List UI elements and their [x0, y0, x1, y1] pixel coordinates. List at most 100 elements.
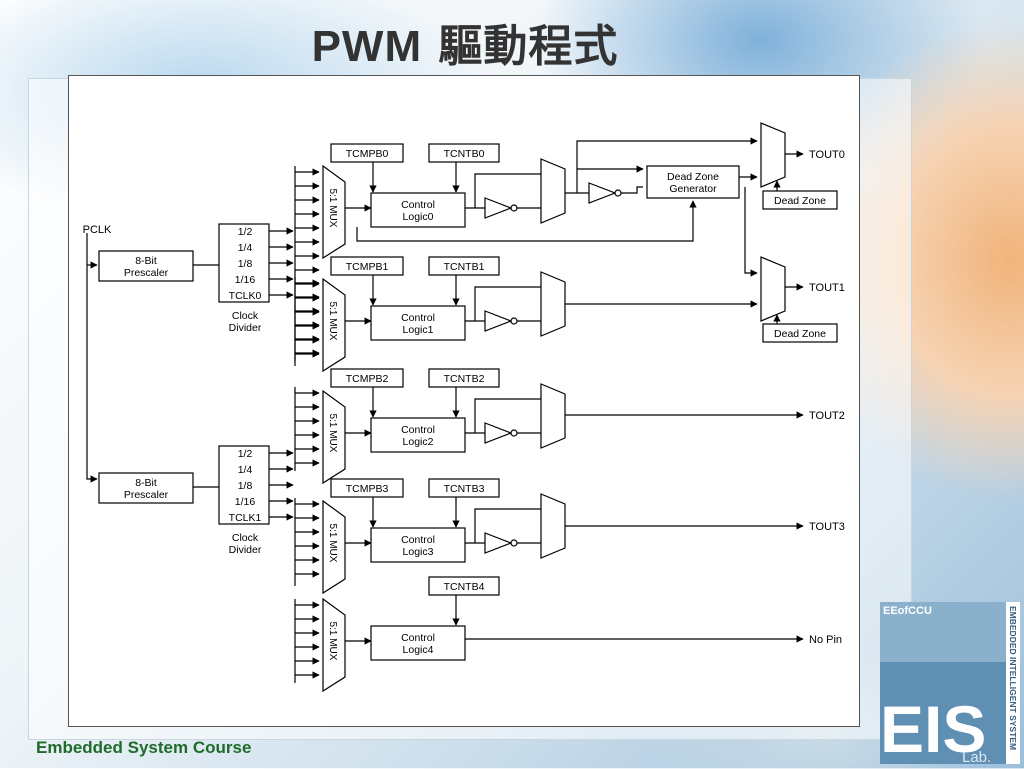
- logo-big-text: EIS: [880, 692, 986, 764]
- pclk-label: PCLK: [83, 224, 112, 236]
- inverter-3: [484, 532, 513, 554]
- tcmpb-box-1: [330, 256, 404, 276]
- mux-1: [322, 277, 346, 373]
- tcmpb-label: TCMPB0: [346, 148, 389, 160]
- pclk-bus: [86, 233, 98, 483]
- logo-top-text: EEofCCU: [883, 605, 932, 617]
- logo-side-text: EMBEDDED INTELLIGENT SYSTEM: [1008, 606, 1018, 750]
- inverter-bubble: [510, 429, 518, 437]
- tcmpb-label: TCMPB1: [346, 261, 389, 273]
- mux-label: 5:1 MUX: [327, 524, 338, 563]
- tcmpb-label: TCMPB2: [346, 373, 389, 385]
- dead-zone-box-1: [762, 323, 838, 343]
- tcntb-box-2: [428, 368, 500, 388]
- logo-lab-text: Lab.: [962, 749, 991, 764]
- control-logic-4: [370, 625, 466, 661]
- tcntb-label: TCNTB2: [444, 373, 485, 385]
- logic-bypass: [474, 508, 541, 543]
- output-select-3: [540, 493, 566, 559]
- tcntb-box-3: [428, 478, 500, 498]
- dead-zone-label: Dead Zone: [774, 195, 826, 207]
- prescaler-0: [98, 250, 194, 282]
- inverter-2: [484, 422, 513, 444]
- logic-bypass: [474, 398, 541, 433]
- mux-2: [322, 389, 346, 485]
- output-label: TOUT3: [809, 521, 845, 533]
- divider-tap-label: TCLK1: [229, 512, 262, 524]
- divider-tap-label: 1/4: [238, 242, 253, 254]
- control-logic-1: [370, 305, 466, 341]
- divider-tap-label: 1/2: [238, 226, 253, 238]
- logic-bypass: [474, 173, 541, 208]
- dz-inverter: [588, 182, 617, 204]
- dz-gen-to-tout1-mux: [744, 187, 758, 277]
- tcntb-label: TCNTB1: [444, 261, 485, 273]
- mux-label: 5:1 MUX: [327, 302, 338, 341]
- mux-4: [322, 597, 346, 693]
- inverter-0: [484, 197, 513, 219]
- course-footer: Embedded System Course: [36, 738, 252, 757]
- dead-zone-label: Dead Zone: [774, 328, 826, 340]
- prescaler-1: [98, 472, 194, 504]
- control-logic-3: [370, 527, 466, 563]
- dz-inv-to-gen: [621, 186, 643, 194]
- divider-tap-label: 1/16: [235, 274, 256, 286]
- tcntb-label: TCNTB4: [444, 581, 485, 593]
- title-english: PWM: [311, 22, 423, 71]
- divider-tap-label: 1/2: [238, 448, 253, 460]
- output-select-2: [540, 383, 566, 449]
- clock-divider-0: [218, 223, 270, 303]
- dead-zone-generator: [646, 165, 740, 199]
- inverter-bubble: [510, 204, 518, 212]
- output-label: TOUT0: [809, 149, 845, 161]
- logic-bypass: [474, 286, 541, 321]
- mux-label: 5:1 MUX: [327, 414, 338, 453]
- inverter-bubble: [510, 317, 518, 325]
- control-logic-0: [370, 192, 466, 228]
- output-select-1: [540, 271, 566, 337]
- slide-title: PWM 驅動程式: [0, 10, 930, 74]
- mux-label: 5:1 MUX: [327, 622, 338, 661]
- divider-tap-label: 1/8: [238, 258, 253, 270]
- mux-label: 5:1 MUX: [327, 189, 338, 228]
- inverter-bubble: [614, 189, 622, 197]
- divider-tap-label: 1/8: [238, 480, 253, 492]
- tcmpb-box-0: [330, 143, 404, 163]
- tout0-mux: [760, 122, 786, 188]
- ch0-to-tout0-mux: [576, 137, 758, 193]
- tcntb-box-0: [428, 143, 500, 163]
- tcmpb-label: TCMPB3: [346, 483, 389, 495]
- mux-0: [322, 164, 346, 260]
- tcmpb-box-3: [330, 478, 404, 498]
- output-label: TOUT1: [809, 282, 845, 294]
- logic0-to-dz-gen: [356, 200, 697, 242]
- tout1-mux: [760, 256, 786, 322]
- output-label: TOUT2: [809, 410, 845, 422]
- output-select-0: [540, 158, 566, 224]
- output-label: No Pin: [809, 634, 842, 646]
- eis-lab-logo: EEofCCU EMBEDDED INTELLIGENT SYSTEM EIS …: [880, 602, 1020, 766]
- tcntb-label: TCNTB3: [444, 483, 485, 495]
- title-chinese: 驅動程式: [438, 21, 619, 72]
- divider-tap-label: 1/4: [238, 464, 253, 476]
- divider-tap-label: TCLK0: [229, 290, 262, 302]
- tcmpb-box-2: [330, 368, 404, 388]
- tcntb-box-4: [428, 576, 500, 596]
- clock-divider-1: [218, 445, 270, 525]
- dead-zone-box-0: [762, 190, 838, 210]
- tcntb-box-1: [428, 256, 500, 276]
- control-logic-2: [370, 417, 466, 453]
- mux-3: [322, 499, 346, 595]
